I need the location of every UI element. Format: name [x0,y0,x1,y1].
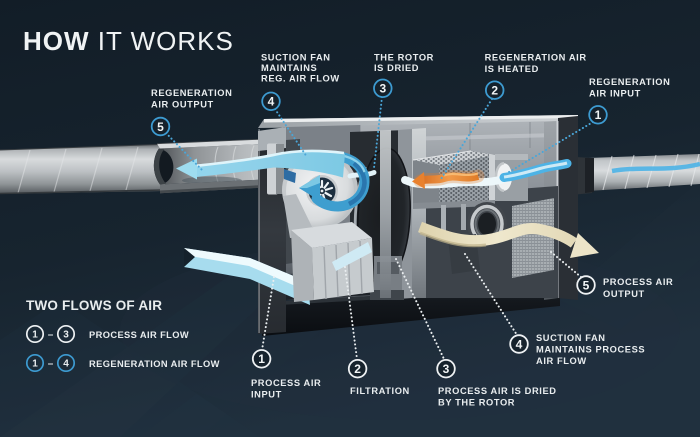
svg-text:4: 4 [516,337,523,351]
svg-text:3: 3 [63,330,69,341]
svg-text:INPUT: INPUT [251,390,282,400]
svg-text:5: 5 [157,120,164,134]
svg-text:4: 4 [268,95,275,109]
svg-text:AIR OUTPUT: AIR OUTPUT [151,100,214,110]
svg-text:–: – [48,359,54,370]
svg-text:AIR INPUT: AIR INPUT [589,89,641,99]
svg-text:3: 3 [443,362,450,376]
svg-text:IS DRIED: IS DRIED [374,63,419,73]
svg-text:REGENERATION: REGENERATION [151,88,232,98]
svg-text:1: 1 [258,352,265,366]
svg-text:REGENERATION: REGENERATION [589,77,670,87]
svg-text:OUTPUT: OUTPUT [603,289,645,299]
svg-text:REGENERATION AIR FLOW: REGENERATION AIR FLOW [89,359,220,369]
svg-text:2: 2 [354,362,361,376]
svg-text:PROCESS AIR IS DRIED: PROCESS AIR IS DRIED [438,386,557,396]
svg-text:3: 3 [379,82,386,96]
svg-text:1: 1 [32,359,38,370]
svg-text:REG. AIR FLOW: REG. AIR FLOW [261,73,340,83]
svg-text:SUCTION FAN: SUCTION FAN [536,333,606,343]
svg-text:1: 1 [32,330,38,341]
svg-text:REGENERATION AIR: REGENERATION AIR [485,53,587,63]
svg-text:MAINTAINS PROCESS: MAINTAINS PROCESS [536,345,645,355]
svg-text:PROCESS AIR: PROCESS AIR [251,378,321,388]
svg-text:FILTRATION: FILTRATION [350,386,410,396]
svg-text:AIR FLOW: AIR FLOW [536,356,587,366]
svg-text:MAINTAINS: MAINTAINS [261,63,317,73]
svg-text:1: 1 [595,108,602,122]
svg-text:4: 4 [63,359,69,370]
svg-text:PROCESS AIR: PROCESS AIR [603,277,673,287]
svg-text:2: 2 [491,84,498,98]
svg-text:BY THE ROTOR: BY THE ROTOR [438,398,515,408]
svg-text:TWO FLOWS OF AIR: TWO FLOWS OF AIR [26,298,162,313]
svg-text:THE ROTOR: THE ROTOR [374,53,434,63]
svg-text:IS HEATED: IS HEATED [485,64,539,74]
svg-text:HOW IT WORKS: HOW IT WORKS [23,26,234,56]
svg-text:–: – [48,330,54,341]
svg-text:PROCESS AIR FLOW: PROCESS AIR FLOW [89,330,189,340]
svg-text:5: 5 [583,278,590,292]
svg-text:SUCTION FAN: SUCTION FAN [261,53,331,63]
